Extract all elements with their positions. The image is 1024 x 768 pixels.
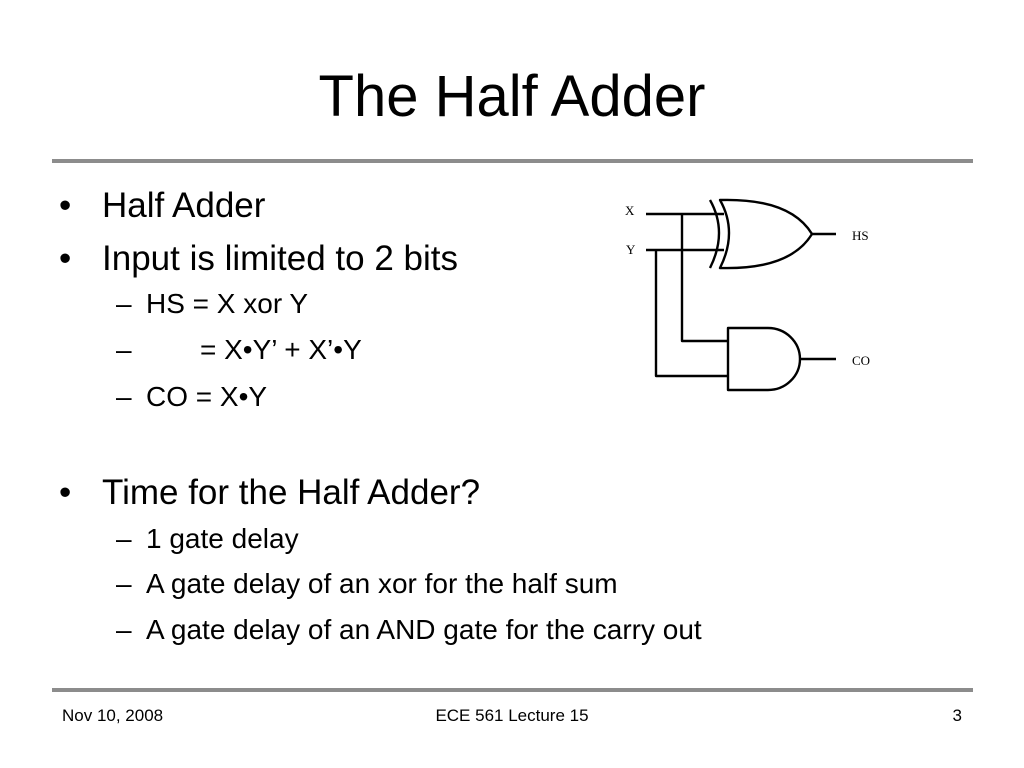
sub-bullet-text: 1 gate delay [146, 523, 299, 554]
bullet-text: Time for the Half Adder? [102, 473, 481, 512]
title-divider [52, 159, 973, 163]
and-gate [726, 326, 802, 392]
footer-date: Nov 10, 2008 [62, 706, 164, 725]
sub-bullet-marker: – [116, 614, 132, 645]
sub-bullet-marker: – [116, 568, 132, 599]
xor-gate-input-curve [708, 199, 721, 269]
sub-bullet-text: HS = X xor Y [146, 288, 309, 319]
bullet-text: Input is limited to 2 bits [102, 239, 458, 278]
slide-number: 3 [952, 706, 962, 725]
bullet-marker: • [59, 473, 72, 512]
sub-bullet-marker: – [116, 381, 132, 412]
output-label-hs: HS [852, 228, 869, 243]
sub-bullet-text: A gate delay of an xor for the half sum [146, 568, 618, 599]
bullet-text: Half Adder [102, 186, 266, 225]
sub-bullet-text: A gate delay of an AND gate for the carr… [146, 614, 702, 645]
wire-x-to-and [680, 214, 728, 343]
page-title: The Half Adder [318, 64, 706, 129]
sub-bullet-text: = X•Y’ + X’•Y [200, 334, 362, 365]
wire-y-to-and [654, 250, 728, 378]
input-label-y: Y [626, 242, 636, 257]
sub-bullet-marker: – [116, 288, 132, 319]
sub-bullet-marker: – [116, 334, 132, 365]
bullet-marker: • [59, 186, 72, 225]
output-label-co: CO [852, 353, 870, 368]
footer-course: ECE 561 Lecture 15 [435, 706, 589, 725]
xor-gate [718, 198, 814, 270]
footer-divider [52, 688, 973, 692]
sub-bullet-marker: – [116, 523, 132, 554]
input-label-x: X [625, 203, 635, 218]
half-adder-circuit: X Y HS CO [625, 198, 870, 392]
sub-bullet-text: CO = X•Y [146, 381, 268, 412]
bullet-marker: • [59, 239, 72, 278]
